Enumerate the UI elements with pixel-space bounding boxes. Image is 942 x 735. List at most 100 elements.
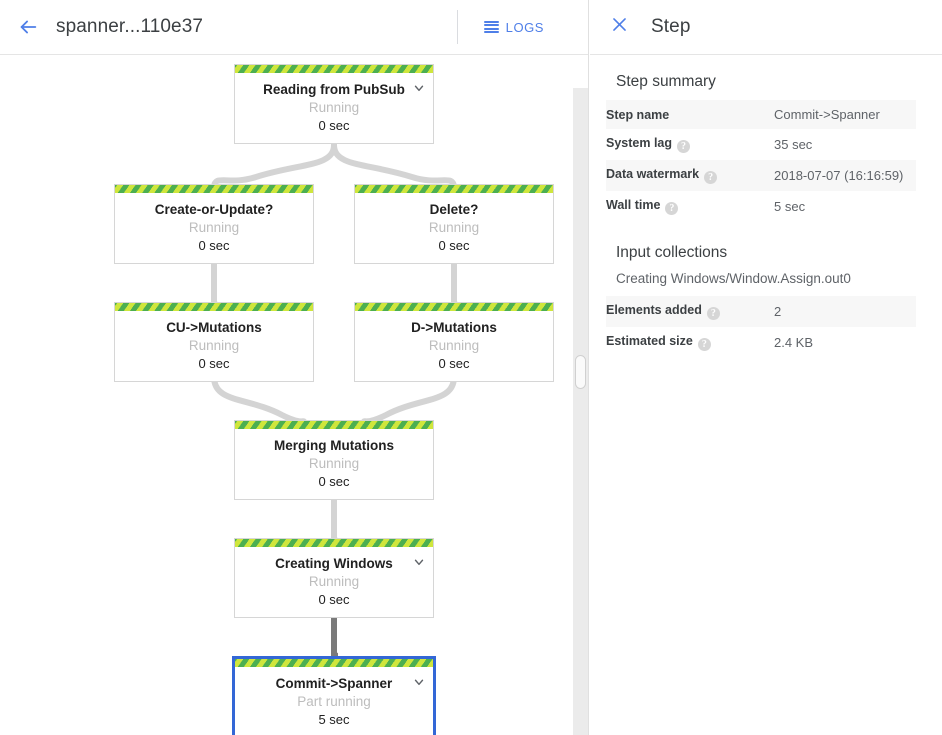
node-status: Running bbox=[308, 574, 360, 589]
scrollbar-thumb[interactable] bbox=[575, 355, 586, 389]
node-title: CU->Mutations bbox=[166, 320, 262, 335]
row-value: 5 sec bbox=[774, 199, 806, 214]
row-value: 35 sec bbox=[774, 137, 813, 152]
node-body: Creating Windows Running 0 sec bbox=[235, 547, 433, 617]
row-label-text: Wall time bbox=[606, 198, 661, 212]
row-value: 2.4 KB bbox=[774, 335, 814, 350]
node-body: Commit->Spanner Part running 5 sec bbox=[235, 667, 433, 735]
node-status-stripe bbox=[235, 659, 433, 667]
section-spacer bbox=[590, 222, 942, 244]
job-graph-canvas[interactable]: Reading from PubSub Running 0 sec Create… bbox=[0, 55, 588, 735]
node-title: Commit->Spanner bbox=[275, 676, 393, 691]
table-row: System lag? 35 sec bbox=[606, 129, 916, 160]
row-label: Step name bbox=[606, 107, 670, 122]
node-time: 0 sec bbox=[318, 118, 350, 133]
node-status-stripe bbox=[115, 303, 313, 311]
step-panel-body: Step summary Step name Commit->Spanner S… bbox=[590, 55, 942, 358]
input-collection-name: Creating Windows/Window.Assign.out0 bbox=[616, 271, 851, 286]
input-collections-table: Elements added? 2 Estimated size? 2.4 KB bbox=[606, 296, 916, 358]
step-summary-table: Step name Commit->Spanner System lag? 35… bbox=[606, 100, 916, 222]
row-label: Estimated size? bbox=[606, 327, 774, 358]
input-collections-heading: Input collections bbox=[616, 244, 728, 261]
node-time: 5 sec bbox=[318, 712, 350, 727]
table-row: Wall time? 5 sec bbox=[606, 191, 916, 222]
graph-edges bbox=[211, 131, 458, 662]
page-title: spanner...110e37 bbox=[56, 16, 204, 37]
graph-node-d-mutations[interactable]: D->Mutations Running 0 sec bbox=[354, 302, 554, 382]
step-summary-heading: Step summary bbox=[616, 73, 716, 90]
node-title: D->Mutations bbox=[411, 320, 497, 335]
node-status: Running bbox=[308, 456, 360, 471]
node-time: 0 sec bbox=[318, 592, 350, 607]
step-details-pane: Step Step summary Step name Commit->Span… bbox=[590, 0, 942, 735]
graph-vertical-scrollbar[interactable] bbox=[573, 88, 588, 735]
row-label: Wall time? bbox=[606, 191, 774, 222]
graph-node-reading-from-pubsub[interactable]: Reading from PubSub Running 0 sec bbox=[234, 64, 434, 144]
chevron-down-icon[interactable] bbox=[412, 555, 426, 569]
node-status-stripe bbox=[235, 65, 433, 73]
node-status-stripe bbox=[115, 185, 313, 193]
row-label-text: Data watermark bbox=[606, 167, 700, 181]
chevron-down-icon[interactable] bbox=[412, 81, 426, 95]
node-status: Running bbox=[428, 338, 480, 353]
node-time: 0 sec bbox=[198, 356, 230, 371]
header-actions: LOGS bbox=[456, 0, 588, 54]
graph-node-merging-mutations[interactable]: Merging Mutations Running 0 sec bbox=[234, 420, 434, 500]
node-title: Create-or-Update? bbox=[154, 202, 274, 217]
node-time: 0 sec bbox=[318, 474, 350, 489]
graph-node-commit-spanner[interactable]: Commit->Spanner Part running 5 sec bbox=[232, 656, 436, 735]
row-label-text: System lag bbox=[606, 136, 673, 150]
row-value: 2018-07-07 (16:16:59) bbox=[774, 168, 904, 183]
close-icon bbox=[610, 15, 629, 39]
node-title: Reading from PubSub bbox=[263, 82, 405, 97]
help-icon[interactable]: ? bbox=[706, 307, 720, 320]
node-title: Delete? bbox=[429, 202, 479, 217]
node-status-stripe bbox=[355, 185, 553, 193]
node-status: Running bbox=[188, 338, 240, 353]
node-status: Running bbox=[308, 100, 360, 115]
node-title: Creating Windows bbox=[275, 556, 393, 571]
graph-node-cu-mutations[interactable]: CU->Mutations Running 0 sec bbox=[114, 302, 314, 382]
node-body: D->Mutations Running 0 sec bbox=[355, 311, 553, 381]
chevron-down-icon[interactable] bbox=[412, 675, 426, 689]
help-icon[interactable]: ? bbox=[665, 202, 679, 215]
node-time: 0 sec bbox=[438, 356, 470, 371]
arrow-back-icon bbox=[17, 16, 39, 38]
help-icon[interactable]: ? bbox=[697, 338, 711, 351]
node-time: 0 sec bbox=[438, 238, 470, 253]
node-body: Delete? Running 0 sec bbox=[355, 193, 553, 263]
help-icon[interactable]: ? bbox=[704, 171, 718, 184]
node-status-stripe bbox=[235, 421, 433, 429]
row-label: Data watermark? bbox=[606, 160, 774, 191]
node-title: Merging Mutations bbox=[274, 438, 394, 453]
back-button[interactable] bbox=[4, 3, 52, 51]
step-panel-header: Step bbox=[590, 0, 942, 55]
job-graph-pane: spanner...110e37 LOGS bbox=[0, 0, 589, 735]
row-label-text: Elements added bbox=[606, 303, 702, 317]
node-body: Merging Mutations Running 0 sec bbox=[235, 429, 433, 499]
node-status-stripe bbox=[235, 539, 433, 547]
close-button[interactable] bbox=[595, 3, 643, 51]
hamburger-icon bbox=[483, 21, 499, 33]
node-body: Create-or-Update? Running 0 sec bbox=[115, 193, 313, 263]
header-divider bbox=[456, 10, 458, 44]
node-status: Running bbox=[428, 220, 480, 235]
step-panel-title: Step bbox=[651, 16, 691, 37]
table-row: Estimated size? 2.4 KB bbox=[606, 327, 916, 358]
node-status-stripe bbox=[355, 303, 553, 311]
node-status: Part running bbox=[297, 694, 371, 709]
row-value: Commit->Spanner bbox=[774, 107, 880, 122]
node-body: CU->Mutations Running 0 sec bbox=[115, 311, 313, 381]
graph-node-create-or-update[interactable]: Create-or-Update? Running 0 sec bbox=[114, 184, 314, 264]
graph-node-delete[interactable]: Delete? Running 0 sec bbox=[354, 184, 554, 264]
left-header-bar: spanner...110e37 LOGS bbox=[0, 0, 588, 55]
row-value: 2 bbox=[774, 304, 782, 319]
node-time: 0 sec bbox=[198, 238, 230, 253]
help-icon[interactable]: ? bbox=[677, 140, 691, 153]
node-body: Reading from PubSub Running 0 sec bbox=[235, 73, 433, 143]
row-label: System lag? bbox=[606, 129, 774, 160]
graph-node-creating-windows[interactable]: Creating Windows Running 0 sec bbox=[234, 538, 434, 618]
row-label: Elements added? bbox=[606, 296, 774, 327]
logs-button[interactable]: LOGS bbox=[474, 14, 554, 41]
